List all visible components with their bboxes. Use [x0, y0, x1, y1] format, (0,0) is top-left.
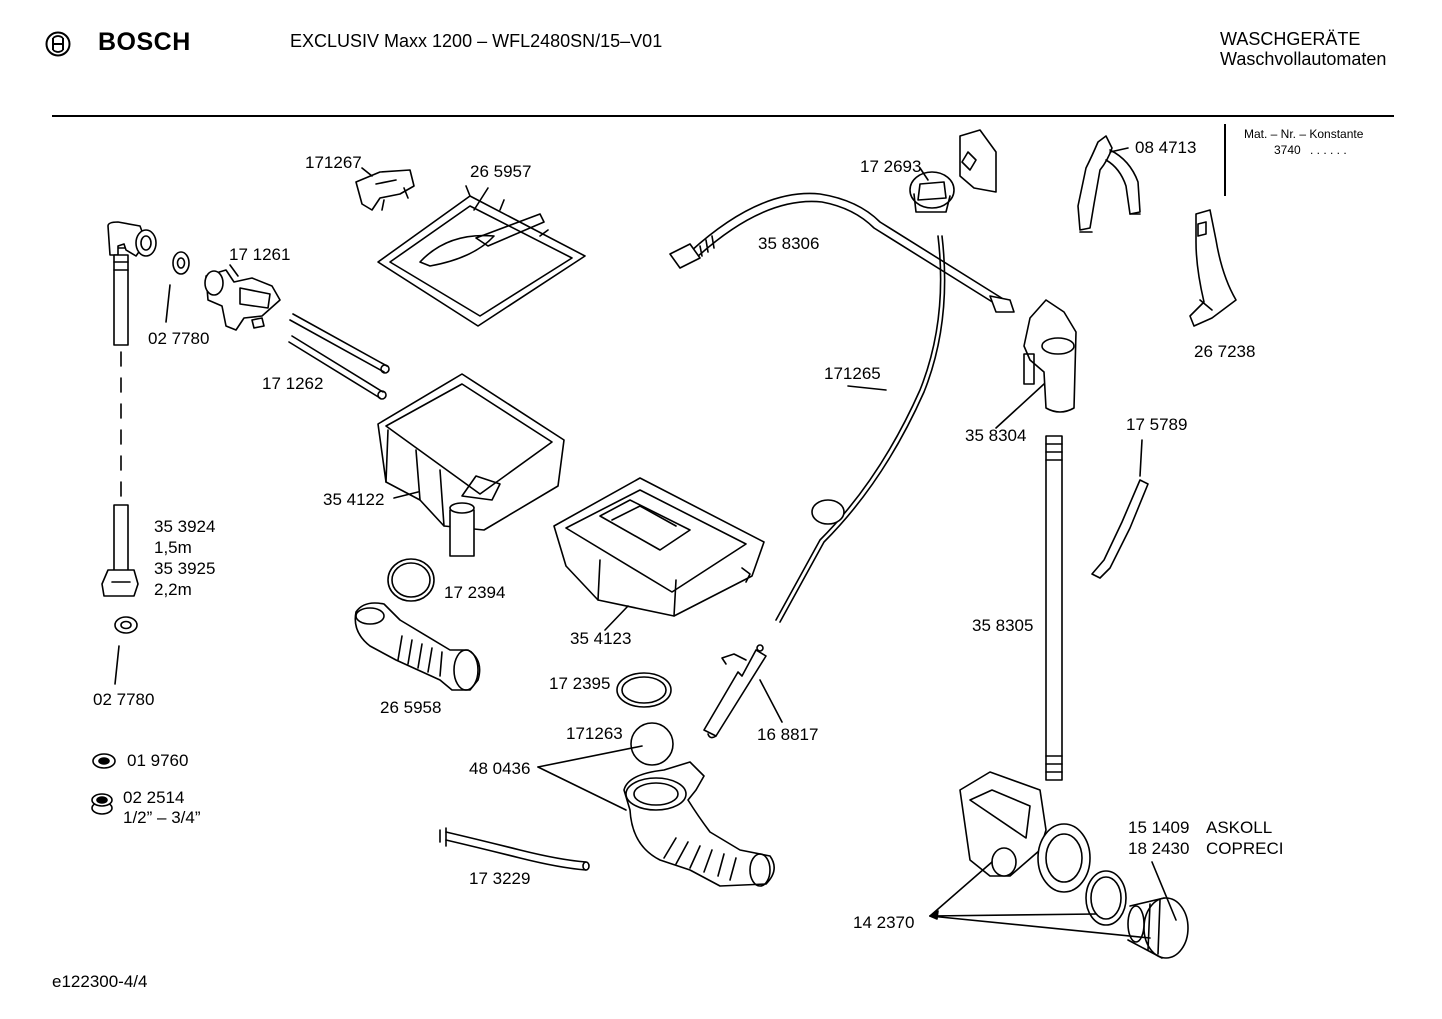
- part-label-copreci: COPRECI: [1206, 839, 1284, 858]
- hose-clip: [1077, 135, 1141, 233]
- sump-hose: [623, 761, 775, 887]
- hose-end-connector: [101, 504, 139, 597]
- part-label-thread-size: 1/2” – 3/4”: [123, 808, 201, 827]
- dispenser-bellows-hose: [354, 602, 481, 691]
- part-label-142370: 14 2370: [853, 913, 915, 932]
- ball-valve: [630, 722, 674, 766]
- part-label-171263: 171263: [566, 724, 623, 743]
- brand-name: BOSCH: [98, 28, 191, 56]
- model-title: EXCLUSIV Maxx 1200 – WFL2480SN/15–V01: [290, 31, 663, 51]
- pressure-switch: [909, 129, 997, 213]
- category-title: WASCHGERÄTE: [1220, 29, 1361, 49]
- part-label-084713: 08 4713: [1135, 138, 1197, 157]
- part-label-175789: 17 5789: [1126, 415, 1188, 434]
- dispenser-lid: [377, 185, 586, 327]
- pressure-hose: [775, 235, 946, 623]
- long-hose-358306: [669, 192, 1015, 313]
- part-label-027780-bottom: 02 7780: [93, 690, 155, 709]
- info-box-divider: [1224, 124, 1226, 196]
- header-rule: [52, 115, 1394, 117]
- part-label-358304: 35 8304: [965, 426, 1027, 445]
- part-label-265957: 26 5957: [470, 162, 532, 181]
- part-label-168817: 16 8817: [757, 725, 819, 744]
- info-box-value: 3740: [1274, 143, 1301, 157]
- part-label-171262: 17 1262: [262, 374, 324, 393]
- pump-filter: [1127, 897, 1189, 959]
- bracket-267238: [1189, 209, 1237, 327]
- part-label-151409: 15 1409: [1128, 818, 1190, 837]
- bosch-logo-icon: [45, 31, 71, 57]
- part-label-171265: 171265: [824, 364, 881, 383]
- part-label-265958: 26 5958: [380, 698, 442, 717]
- info-box-title: Mat. – Nr. – Konstante: [1244, 127, 1364, 141]
- seal-ring-top: [172, 251, 190, 275]
- pump-seal: [1085, 870, 1127, 926]
- part-label-354122: 35 4122: [323, 490, 385, 509]
- sensor-168817: [703, 644, 767, 739]
- part-label-171267: 171267: [305, 153, 362, 172]
- rod-175789: [1091, 479, 1149, 579]
- part-label-027780-top: 02 7780: [148, 329, 210, 348]
- inlet-hose-elbow: [107, 221, 157, 346]
- gasket-ring-172394: [387, 558, 435, 602]
- part-label-480436: 48 0436: [469, 759, 531, 778]
- part-label-172693: 17 2693: [860, 157, 922, 176]
- part-label-353925: 35 3925: [154, 559, 216, 578]
- part-label-358305: 35 8305: [972, 616, 1034, 635]
- part-label-353924: 35 3924: [154, 517, 216, 536]
- detergent-drawer: [553, 477, 765, 617]
- diagram-id: e122300-4/4: [52, 972, 148, 991]
- gasket-ring-172395: [616, 672, 672, 708]
- seal-022514: [91, 793, 113, 815]
- air-trap-358304: [1023, 299, 1077, 413]
- part-label-172394: 17 2394: [444, 583, 506, 602]
- part-label-182430: 18 2430: [1128, 839, 1190, 858]
- short-hose: [439, 827, 590, 871]
- part-label-length-2: 2,2m: [154, 580, 192, 599]
- inlet-valve: [204, 269, 281, 331]
- part-label-358306: 35 8306: [758, 234, 820, 253]
- hose-pair: [288, 313, 390, 400]
- part-label-askoll: ASKOLL: [1206, 818, 1273, 837]
- part-label-019760: 01 9760: [127, 751, 189, 770]
- connector-171267: [355, 169, 415, 211]
- part-label-354123: 35 4123: [570, 629, 632, 648]
- subcategory-title: Waschvollautomaten: [1220, 49, 1387, 69]
- part-label-172395: 17 2395: [549, 674, 611, 693]
- part-label-173229: 17 3229: [469, 869, 531, 888]
- part-label-267238: 26 7238: [1194, 342, 1256, 361]
- info-box-dots: . . . . . .: [1310, 143, 1347, 157]
- part-label-length-1: 1,5m: [154, 538, 192, 557]
- seal-ring-bottom: [114, 616, 138, 634]
- part-label-022514: 02 2514: [123, 788, 185, 807]
- drain-pump: [959, 771, 1091, 893]
- dispenser-housing: [377, 373, 565, 557]
- vertical-hose-358305: [1045, 435, 1063, 781]
- part-label-171261: 17 1261: [229, 245, 291, 264]
